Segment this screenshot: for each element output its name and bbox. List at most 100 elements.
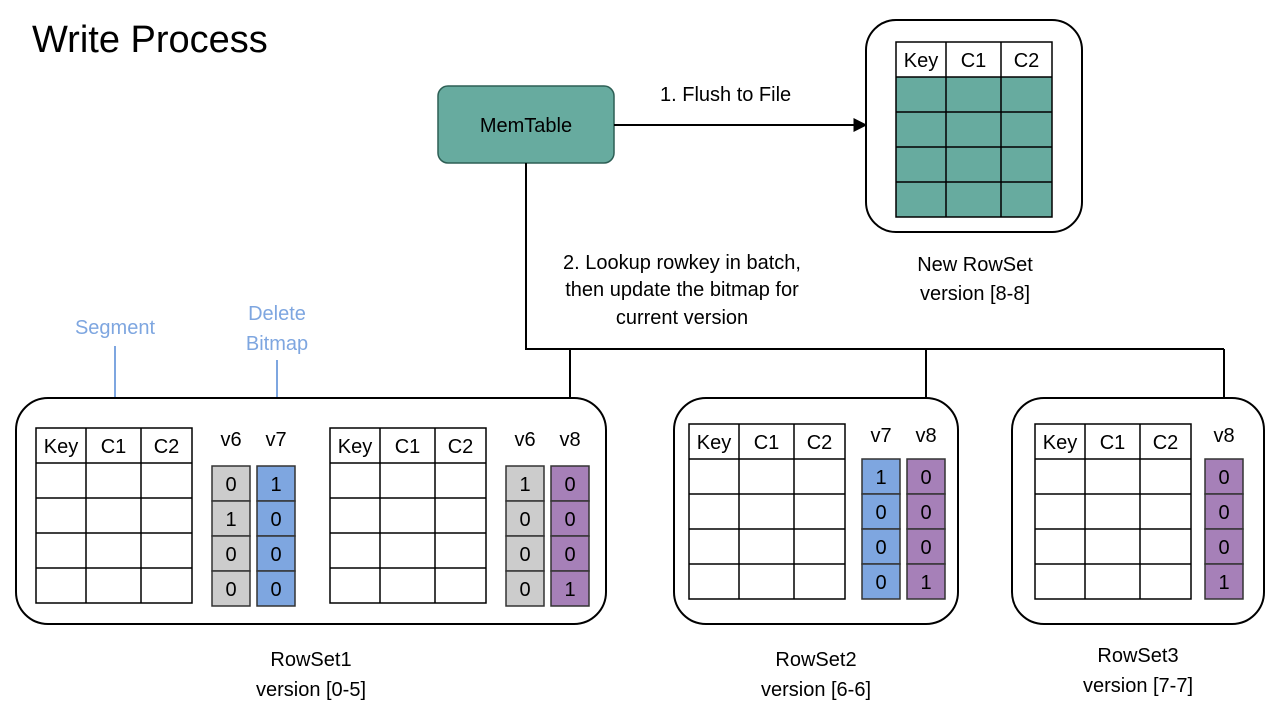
bitmap-value: 0 (1218, 467, 1229, 489)
segment-key-table: Key C1 C2 (688, 423, 846, 600)
new-rowset-key-table: Key C1 C2 (895, 41, 1053, 218)
bitmap-version-label: v7 (870, 425, 891, 447)
bitmap-value: 1 (564, 579, 575, 601)
table-border (688, 423, 846, 600)
new-rowset-version: version [8-8] (920, 283, 1030, 305)
diagram-title: Write Process (32, 19, 268, 61)
bitmap-version-label: v7 (265, 429, 286, 451)
bitmap-value: 1 (920, 572, 931, 594)
bitmap-value: 0 (875, 537, 886, 559)
bitmap-version-label: v8 (915, 425, 936, 447)
bitmap-value: 0 (875, 502, 886, 524)
delete-bitmap-v8: v8 0 0 0 1 (906, 425, 946, 600)
segment: Key C1 C2 v7 1 0 0 0 v8 0 0 0 1 (688, 423, 946, 600)
step2-line-3: current version (616, 307, 748, 329)
bitmap-cell (1204, 458, 1244, 495)
bitmap-value: 0 (920, 502, 931, 524)
bitmap-cell (505, 500, 545, 537)
bitmap-value: 1 (270, 474, 281, 496)
bitmap-value: 0 (270, 544, 281, 566)
bitmap-cell (211, 570, 251, 607)
rowset3-version: version [7-7] (1083, 675, 1193, 697)
bitmap-value: 1 (225, 509, 236, 531)
bitmap-value: 0 (1218, 502, 1229, 524)
delete-bitmap-annotation-line-1: Delete (248, 303, 306, 325)
bitmap-value: 1 (519, 474, 530, 496)
bitmap-version-label: v6 (220, 429, 241, 451)
bitmap-cell (550, 570, 590, 607)
bitmap-version-label: v8 (559, 429, 580, 451)
bitmap-value: 0 (564, 474, 575, 496)
bitmap-cell (1204, 563, 1244, 600)
bitmap-cell (861, 458, 901, 495)
segment-key-table: Key C1 C2 (1034, 423, 1192, 600)
new-rowset-name: New RowSet (917, 254, 1033, 276)
bitmap-value: 0 (270, 579, 281, 601)
bitmap-value: 0 (225, 579, 236, 601)
step2-line-2: then update the bitmap for (565, 279, 799, 301)
column-header: C1 (101, 436, 127, 458)
bitmap-value: 1 (875, 467, 886, 489)
bitmap-cell (256, 465, 296, 502)
column-header: C2 (807, 432, 833, 454)
rowset2-version: version [6-6] (761, 679, 871, 701)
table-border (1034, 423, 1192, 600)
bitmap-cell (256, 570, 296, 607)
bitmap-value: 0 (920, 467, 931, 489)
bitmap-value: 0 (564, 544, 575, 566)
column-header: Key (904, 50, 938, 72)
bitmap-cell (211, 535, 251, 572)
rowset1-version: version [0-5] (256, 679, 366, 701)
bitmap-cell (906, 563, 946, 600)
column-header: C1 (961, 50, 987, 72)
bitmap-version-label: v8 (1213, 425, 1234, 447)
bitmap-value: 0 (519, 544, 530, 566)
bitmap-cell (505, 535, 545, 572)
bitmap-value: 0 (564, 509, 575, 531)
bitmap-cell (550, 500, 590, 537)
column-header: Key (1043, 432, 1077, 454)
column-header: Key (44, 436, 78, 458)
bitmap-cell (861, 493, 901, 530)
bitmap-value: 0 (519, 509, 530, 531)
column-header: C2 (1153, 432, 1179, 454)
bitmap-cell (256, 500, 296, 537)
bitmap-cell (550, 465, 590, 502)
bitmap-value: 0 (225, 474, 236, 496)
rowset1-name: RowSet1 (270, 649, 351, 671)
bitmap-value: 0 (875, 572, 886, 594)
column-header: Key (697, 432, 731, 454)
column-header: Key (338, 436, 372, 458)
bitmap-value: 0 (920, 537, 931, 559)
column-header: C1 (1100, 432, 1126, 454)
column-header: C2 (448, 436, 474, 458)
column-header: C2 (1014, 50, 1040, 72)
lookup-connector (525, 163, 1224, 350)
bitmap-cell (861, 528, 901, 565)
column-header: C2 (154, 436, 180, 458)
segment-annotation: Segment (75, 317, 155, 339)
rowset2-name: RowSet2 (775, 649, 856, 671)
delete-bitmap-annotation-line-2: Bitmap (246, 333, 308, 355)
bitmap-value: 0 (225, 544, 236, 566)
rowset-2-segments: Key C1 C2 v7 1 0 0 0 v8 0 0 0 1 (688, 423, 946, 600)
table-border (329, 427, 487, 604)
segment-key-table: Key C1 C2 (35, 427, 193, 604)
bitmap-value: 1 (1218, 572, 1229, 594)
bitmap-cell (505, 570, 545, 607)
column-header: C1 (754, 432, 780, 454)
delete-bitmap-v8: v8 0 0 0 1 (550, 429, 590, 607)
bitmap-cell (1204, 528, 1244, 565)
new-rowset-table: Key C1 C2 (895, 41, 1053, 218)
